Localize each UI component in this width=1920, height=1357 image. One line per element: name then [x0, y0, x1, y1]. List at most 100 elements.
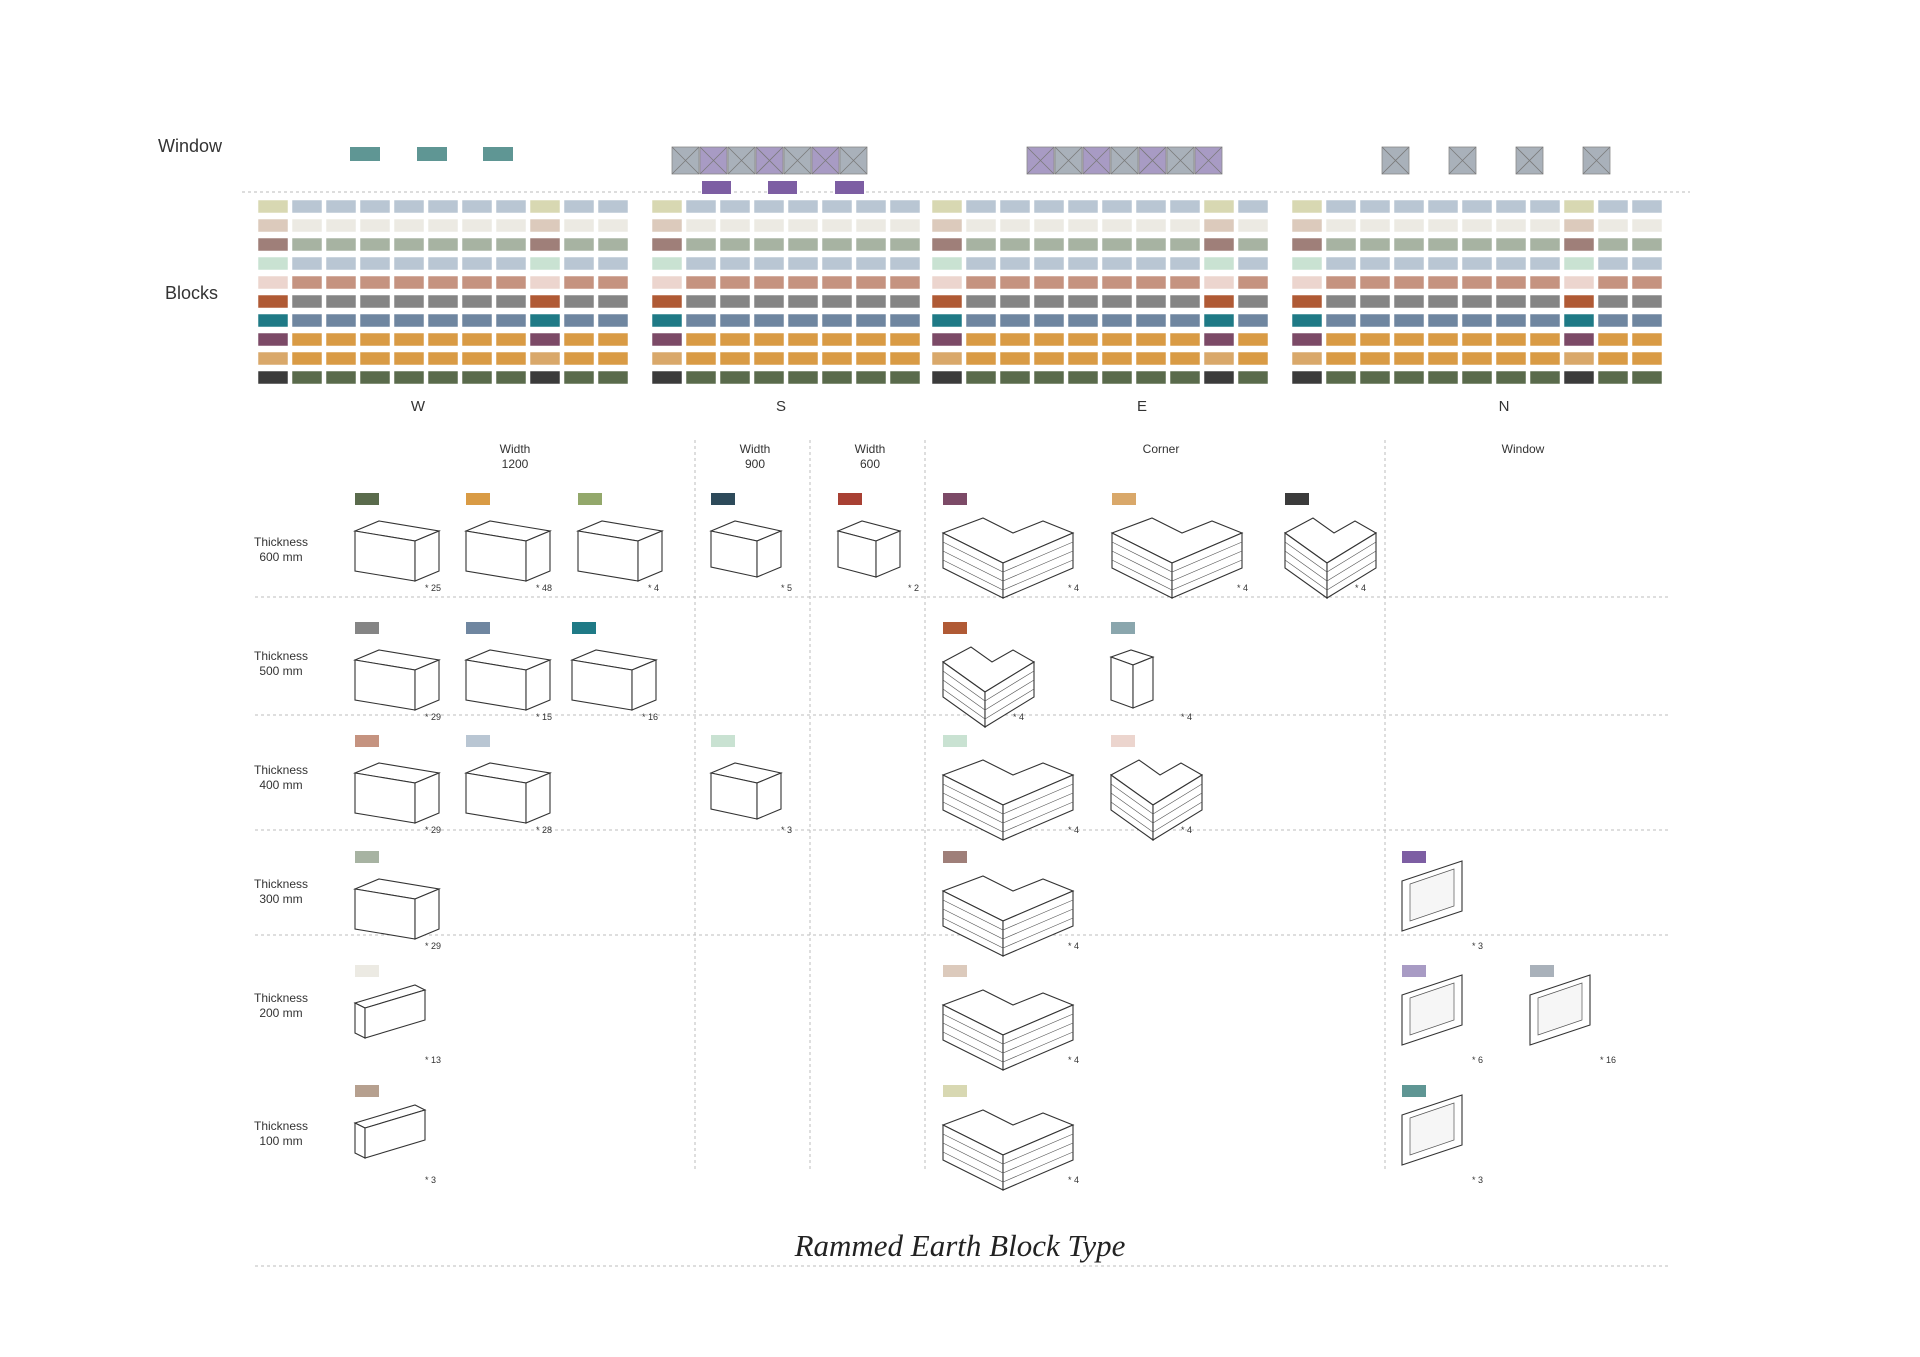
elevation-block — [821, 313, 853, 328]
elevation-block — [855, 351, 887, 366]
elevation-block — [1359, 351, 1391, 366]
window-sill — [768, 181, 797, 194]
elevation-block — [1529, 218, 1561, 233]
elevation-block — [1325, 199, 1357, 214]
elevation-block — [1101, 332, 1133, 347]
quantity-label: * 16 — [1600, 1055, 1616, 1065]
elevation-block — [1631, 313, 1663, 328]
elevation-block — [563, 370, 595, 385]
elevation-block — [855, 218, 887, 233]
elevation-block — [1461, 218, 1493, 233]
elevation-block — [1631, 351, 1663, 366]
elevation-block — [1135, 370, 1167, 385]
elevation-block — [1631, 199, 1663, 214]
elevation-block — [427, 370, 459, 385]
elevation-block — [787, 351, 819, 366]
elevation-block — [1291, 237, 1323, 252]
color-swatch — [578, 493, 602, 505]
elevation-block — [427, 256, 459, 271]
elevation-block — [1631, 256, 1663, 271]
row-header-thickness-400: Thickness 400 mm — [236, 763, 326, 793]
elevation-block — [495, 351, 527, 366]
elevation-block — [1325, 256, 1357, 271]
layer-line — [942, 688, 1035, 720]
window-panel-cross — [1026, 146, 1055, 175]
elevation-block — [1033, 199, 1065, 214]
column-header-line1: Width — [499, 442, 531, 456]
elevation-block — [821, 332, 853, 347]
elevation-block — [563, 199, 595, 214]
layer-line — [1284, 541, 1377, 573]
elevation-block — [1359, 332, 1391, 347]
layer-line — [1111, 541, 1243, 573]
elevation-block — [325, 275, 357, 290]
elevation-block — [719, 256, 751, 271]
elevation-block — [393, 199, 425, 214]
elevation-block — [1169, 275, 1201, 290]
elevation-label-e: E — [1136, 398, 1147, 415]
elevation-block — [359, 313, 391, 328]
elevation-block — [1529, 275, 1561, 290]
elevation-label-n: N — [1498, 398, 1510, 415]
elevation-block — [495, 199, 527, 214]
elevation-block — [719, 199, 751, 214]
elevation-block — [495, 313, 527, 328]
elevation-block — [1495, 370, 1527, 385]
elevation-block — [753, 332, 785, 347]
elevation-block — [461, 218, 493, 233]
window-panel-cross — [1082, 146, 1111, 175]
elevation-block — [821, 237, 853, 252]
elevation-block — [1237, 294, 1269, 309]
elevation-block — [461, 237, 493, 252]
elevation-block — [1393, 199, 1425, 214]
elevation-block — [291, 370, 323, 385]
elevation-block — [1563, 332, 1595, 347]
elevation-block — [1169, 351, 1201, 366]
layer-line — [942, 1031, 1074, 1063]
elevation-block — [1461, 332, 1493, 347]
elevation-block — [965, 199, 997, 214]
quantity-label: * 13 — [425, 1055, 441, 1065]
window-panel-cross — [1448, 146, 1477, 175]
block-side — [414, 772, 440, 824]
elevation-block — [1237, 370, 1269, 385]
column-header-line1: Window — [1501, 442, 1545, 456]
elevation-block — [461, 275, 493, 290]
elevation-block — [325, 370, 357, 385]
elevation-block — [495, 294, 527, 309]
elevation-block — [1135, 218, 1167, 233]
elevation-block — [1393, 237, 1425, 252]
elevation-block — [359, 294, 391, 309]
elevation-block — [427, 237, 459, 252]
elevation-block — [1237, 332, 1269, 347]
elevation-block — [1427, 370, 1459, 385]
elevation-block — [563, 313, 595, 328]
elevation-block — [325, 256, 357, 271]
elevation-block — [787, 218, 819, 233]
elevation-block — [529, 313, 561, 328]
block-table-grid — [255, 440, 1670, 1267]
window-panel-cross — [1381, 146, 1410, 175]
elevation-block — [359, 332, 391, 347]
quantity-label: * 4 — [1068, 583, 1079, 593]
layer-line — [942, 541, 1074, 573]
color-swatch — [943, 1085, 967, 1097]
column-header-width-600: Width 600 — [825, 442, 915, 472]
block-cell-r2c1: * 3 — [709, 735, 792, 835]
elevation-block — [495, 332, 527, 347]
elevation-block — [1393, 294, 1425, 309]
color-swatch — [1111, 735, 1135, 747]
elevation-block — [1359, 237, 1391, 252]
row-header-line1: Thickness — [253, 991, 309, 1005]
elevation-block — [1393, 218, 1425, 233]
elevation-block — [1427, 313, 1459, 328]
window-swatch — [417, 147, 447, 161]
elevation-block — [1325, 294, 1357, 309]
elevation-block — [1169, 313, 1201, 328]
row-header-line1: Thickness — [253, 1119, 309, 1133]
color-swatch — [572, 622, 596, 634]
elevation-block — [1203, 313, 1235, 328]
elevation-block — [1291, 351, 1323, 366]
elevation-block — [889, 351, 921, 366]
